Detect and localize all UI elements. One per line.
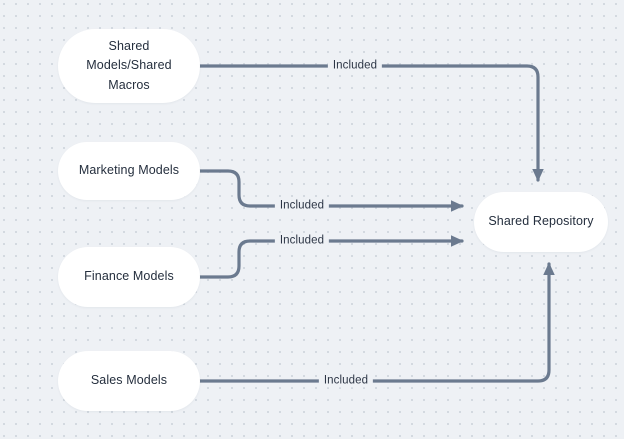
edge-label-marketing-models: Included xyxy=(274,200,330,212)
edge-label-finance-models: Included xyxy=(274,235,330,247)
node-marketing-models-label: Marketing Models xyxy=(78,163,180,178)
edge-path-finance-models xyxy=(198,235,464,279)
edge-label-sales-models: Included xyxy=(318,375,374,387)
node-sales-models[interactable]: Sales Models xyxy=(58,351,200,411)
edge-path-sales-models xyxy=(198,262,555,383)
node-shared-repository[interactable]: Shared Repository xyxy=(474,192,608,252)
edge-path-marketing-models xyxy=(198,169,464,212)
node-marketing-models[interactable]: Marketing Models xyxy=(58,142,200,200)
edge-label-shared-models: Included xyxy=(327,60,383,72)
node-finance-models-label: Finance Models xyxy=(84,269,174,284)
node-shared-repository-label: Shared Repository xyxy=(488,214,594,229)
node-shared-models[interactable]: Shared Models/Shared Macros xyxy=(58,29,200,103)
node-shared-models-label: Shared Models/Shared Macros xyxy=(86,38,172,92)
edge-path-shared-models xyxy=(198,64,544,182)
node-sales-models-label: Sales Models xyxy=(90,373,168,388)
node-finance-models[interactable]: Finance Models xyxy=(58,247,200,307)
